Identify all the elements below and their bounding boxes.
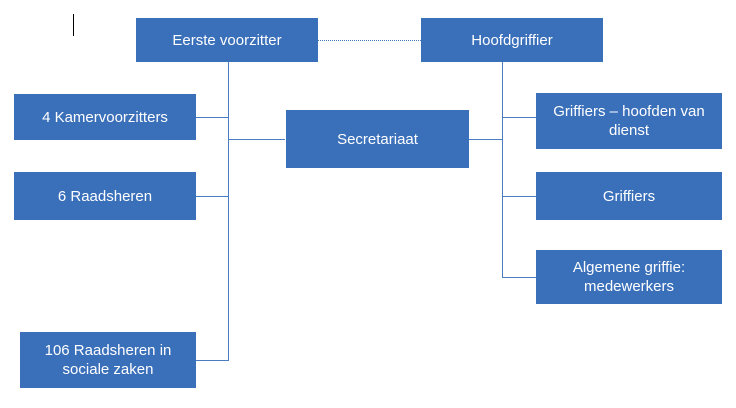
node-label: Griffiers – hoofden van dienst [553,103,705,139]
connector-left-branch-to-secretariaat [228,139,285,140]
node-label: Griffiers [602,187,656,205]
node-label: 106 Raadsheren in sociale zaken [44,342,172,378]
connector-eerste-voorzitter-to-hoofdgriffier [318,40,421,41]
node-hoofdgriffier[interactable]: Hoofdgriffier [421,18,603,62]
connector-hoofdgriffier-down [502,62,503,139]
node-label: 4 Kamervoorzitters [42,108,168,126]
node-label: Algemene griffie: medewerkers [572,259,686,295]
connector-right-trunk [502,117,503,277]
node-label: 6 Raadsheren [57,187,153,205]
node-label: Hoofdgriffier [471,31,553,49]
connector-raadsheren-to-trunk [196,196,229,197]
node-griffiers[interactable]: Griffiers [536,172,722,220]
connector-raadsheren-sociale-to-trunk [196,360,229,361]
node-raadsheren-in-sociale-zaken[interactable]: 106 Raadsheren in sociale zaken [20,332,196,388]
node-kamervoorzitters[interactable]: 4 Kamervoorzitters [14,94,196,140]
node-eerste-voorzitter[interactable]: Eerste voorzitter [136,18,318,62]
connector-to-griffiers [502,196,536,197]
connector-kamervoorzitters-to-trunk [196,117,229,118]
node-griffiers-hoofden-van-dienst[interactable]: Griffiers – hoofden van dienst [536,93,722,149]
connector-to-algemene-griffie [502,277,536,278]
node-algemene-griffie-medewerkers[interactable]: Algemene griffie: medewerkers [536,250,722,304]
connector-to-griffiers-hoofden [502,117,536,118]
connector-eerste-voorzitter-down [228,62,229,139]
node-secretariaat[interactable]: Secretariaat [286,110,469,168]
text-cursor [73,14,74,36]
connector-secretariaat-to-right-trunk [469,139,503,140]
connector-trunk-left [228,117,229,360]
node-raadsheren[interactable]: 6 Raadsheren [14,172,196,220]
node-label: Secretariaat [337,130,418,148]
node-label: Eerste voorzitter [172,31,282,49]
